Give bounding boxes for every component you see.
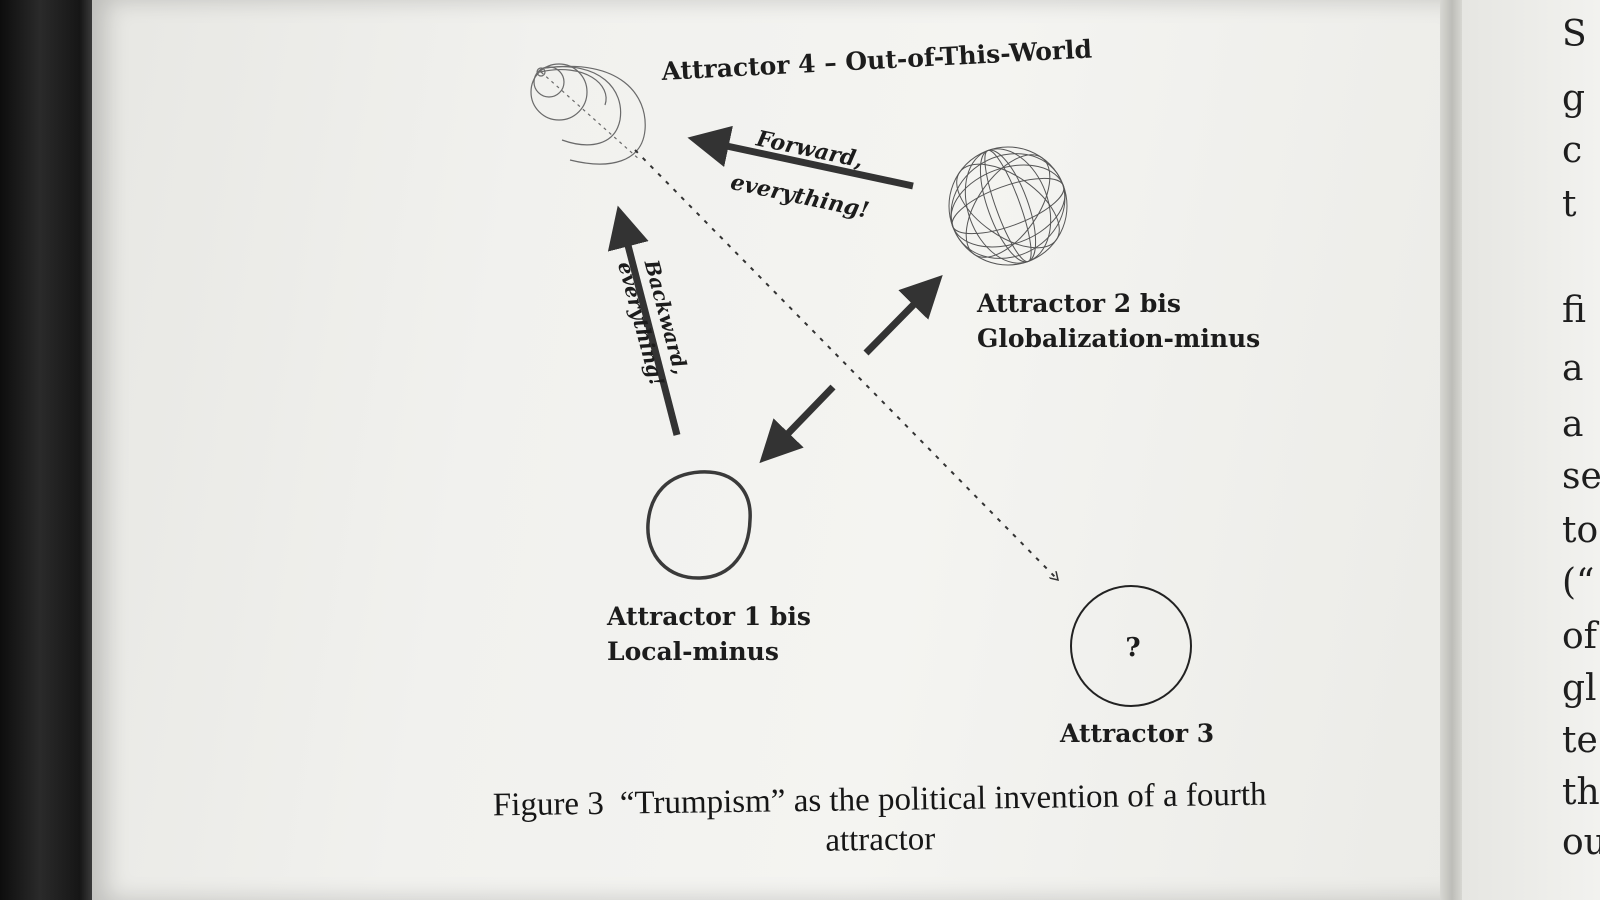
attractor4-label: Attractor 4 – Out-of-This-World xyxy=(660,34,1093,86)
backward-arrow xyxy=(607,205,681,436)
facing-page-fragment: gl xyxy=(1562,668,1597,709)
dashed-trajectory-line xyxy=(634,149,1058,580)
forward-arrow xyxy=(687,125,914,190)
facing-page xyxy=(1462,0,1600,900)
attractor3-label: Attractor 3 xyxy=(1059,719,1214,748)
attractor1-label-line2: Local-minus xyxy=(607,637,779,666)
facing-page-fragment: ou xyxy=(1562,822,1600,863)
attractor3-question-mark: ? xyxy=(1125,633,1140,663)
attractor4-spiral-icon xyxy=(530,63,646,165)
facing-page-fragment: te xyxy=(1562,720,1598,761)
figure-number: Figure 3 xyxy=(492,785,605,824)
arrow-to-local xyxy=(759,384,836,464)
book-gutter xyxy=(1440,0,1464,900)
facing-page-fragment: t xyxy=(1562,184,1577,225)
facing-page-fragment: of xyxy=(1562,616,1597,657)
forward-label-line2: everything! xyxy=(728,169,871,224)
attractor3-circle-icon xyxy=(1070,585,1192,707)
facing-page-fragment: (“ xyxy=(1562,562,1595,603)
facing-page-fragment: se xyxy=(1562,456,1600,497)
facing-page-fragment: fi xyxy=(1562,290,1587,331)
arrow-to-globalization xyxy=(863,275,943,356)
attractor1-blob-icon xyxy=(646,470,752,580)
facing-page-fragment: c xyxy=(1562,130,1583,171)
figure-caption-text: “Trumpism” as the political invention of… xyxy=(619,776,1267,859)
facing-page-fragment: to xyxy=(1562,510,1599,551)
figure-caption: Figure 3 “Trumpism” as the political inve… xyxy=(459,774,1300,866)
facing-page-fragment: a xyxy=(1562,404,1584,445)
attractor2-globe-icon xyxy=(948,146,1068,266)
facing-page-fragment: a xyxy=(1562,348,1584,389)
attractor2-label-line2: Globalization-minus xyxy=(977,324,1260,353)
attractor2-label-line1: Attractor 2 bis xyxy=(976,289,1181,318)
facing-page-fragment: th xyxy=(1562,772,1600,813)
attractor1-label-line1: Attractor 1 bis xyxy=(606,602,811,631)
facing-page-fragment: g xyxy=(1562,78,1586,119)
facing-page-fragment: S xyxy=(1562,14,1587,55)
